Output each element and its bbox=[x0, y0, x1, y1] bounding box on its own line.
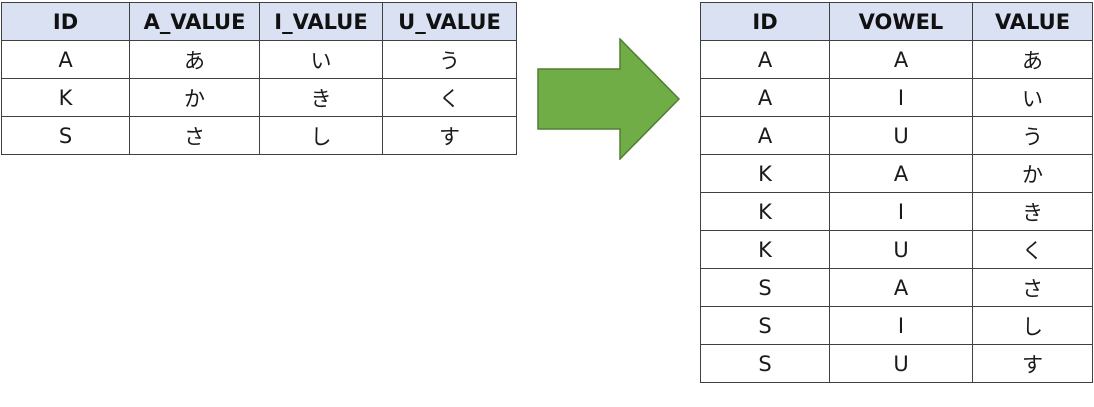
table-cell: A bbox=[829, 154, 973, 193]
table-row: K I き bbox=[700, 192, 1093, 231]
table-row: A A あ bbox=[700, 40, 1093, 79]
source-header-row: ID A_VALUE I_VALUE U_VALUE bbox=[1, 2, 517, 41]
source-header-a-value: A_VALUE bbox=[129, 2, 260, 41]
table-cell: あ bbox=[972, 40, 1093, 79]
table-row: A U う bbox=[700, 116, 1093, 155]
table-cell: U bbox=[829, 230, 973, 269]
result-header-id: ID bbox=[700, 2, 830, 41]
source-table: ID A_VALUE I_VALUE U_VALUE A あ い う K か き… bbox=[1, 2, 517, 155]
table-cell: A bbox=[700, 78, 830, 117]
table-cell: う bbox=[972, 116, 1093, 155]
table-row: S さ し す bbox=[1, 116, 517, 155]
table-row: S A さ bbox=[700, 268, 1093, 307]
table-cell: す bbox=[382, 116, 517, 155]
table-cell: S bbox=[700, 306, 830, 345]
table-cell: か bbox=[972, 154, 1093, 193]
right-arrow-icon bbox=[537, 38, 681, 160]
table-cell: A bbox=[700, 40, 830, 79]
table-cell: I bbox=[829, 78, 973, 117]
table-row: S U す bbox=[700, 344, 1093, 383]
table-cell: き bbox=[972, 192, 1093, 231]
table-row: K か き く bbox=[1, 78, 517, 117]
table-cell: さ bbox=[129, 116, 260, 155]
table-cell: S bbox=[700, 344, 830, 383]
table-cell: U bbox=[829, 116, 973, 155]
result-header-vowel: VOWEL bbox=[829, 2, 973, 41]
table-cell: く bbox=[972, 230, 1093, 269]
result-table: ID VOWEL VALUE A A あ A I い A U う K A か K… bbox=[700, 2, 1093, 383]
table-cell: か bbox=[129, 78, 260, 117]
table-cell: A bbox=[829, 268, 973, 307]
table-cell: う bbox=[382, 40, 517, 79]
table-row: A あ い う bbox=[1, 40, 517, 79]
table-cell: K bbox=[700, 192, 830, 231]
table-cell: す bbox=[972, 344, 1093, 383]
table-cell: き bbox=[259, 78, 383, 117]
table-row: A I い bbox=[700, 78, 1093, 117]
table-cell: A bbox=[700, 116, 830, 155]
table-row: S I し bbox=[700, 306, 1093, 345]
source-header-u-value: U_VALUE bbox=[382, 2, 517, 41]
table-cell: く bbox=[382, 78, 517, 117]
table-cell: い bbox=[259, 40, 383, 79]
arrow-shape bbox=[537, 38, 681, 160]
table-cell: さ bbox=[972, 268, 1093, 307]
table-cell: A bbox=[829, 40, 973, 79]
table-cell: K bbox=[700, 154, 830, 193]
source-header-id: ID bbox=[1, 2, 130, 41]
table-row: K A か bbox=[700, 154, 1093, 193]
table-cell: あ bbox=[129, 40, 260, 79]
table-cell: I bbox=[829, 192, 973, 231]
table-cell: し bbox=[259, 116, 383, 155]
table-cell: S bbox=[1, 116, 130, 155]
table-cell: U bbox=[829, 344, 973, 383]
table-cell: I bbox=[829, 306, 973, 345]
result-header-value: VALUE bbox=[972, 2, 1093, 41]
table-cell: S bbox=[700, 268, 830, 307]
result-header-row: ID VOWEL VALUE bbox=[700, 2, 1093, 41]
table-cell: い bbox=[972, 78, 1093, 117]
table-cell: し bbox=[972, 306, 1093, 345]
table-cell: K bbox=[1, 78, 130, 117]
table-cell: A bbox=[1, 40, 130, 79]
table-cell: K bbox=[700, 230, 830, 269]
source-header-i-value: I_VALUE bbox=[259, 2, 383, 41]
table-row: K U く bbox=[700, 230, 1093, 269]
